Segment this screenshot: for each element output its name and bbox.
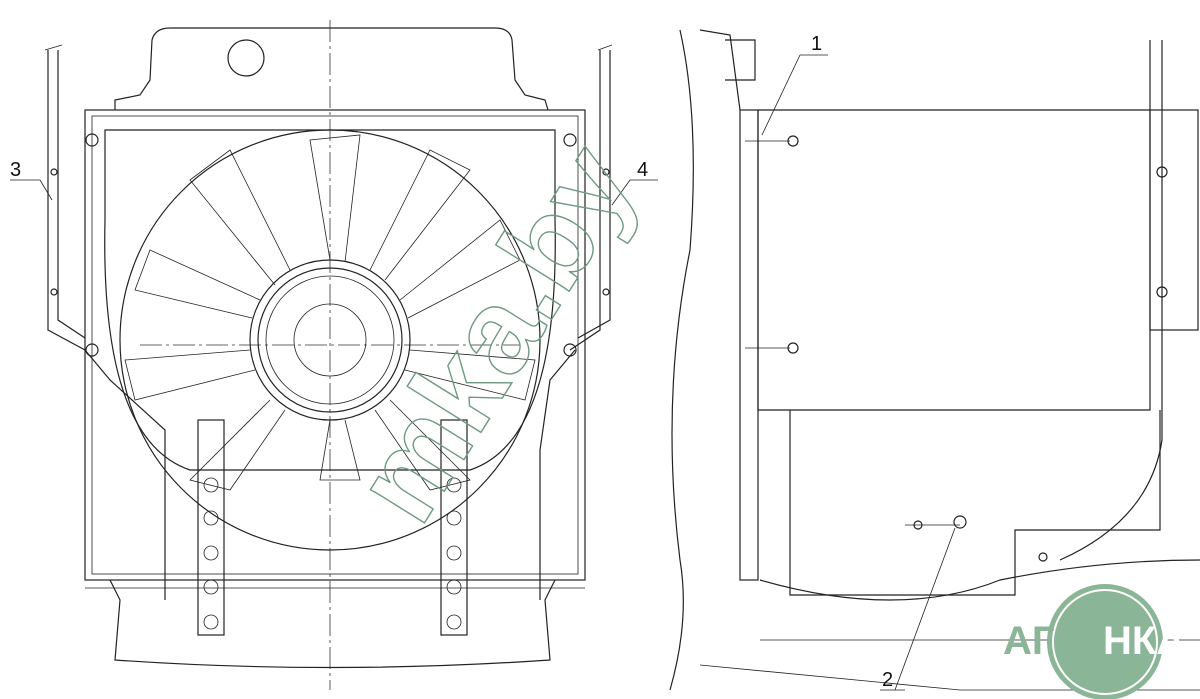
filler-cap (227, 39, 265, 77)
front-view (44, 20, 613, 690)
callout-3: 3 (10, 159, 21, 181)
callout-1: 1 (811, 33, 822, 55)
side-view (669, 29, 1200, 691)
logo-circle-text: НКА (1103, 619, 1185, 663)
logo: АГРО НКА (1003, 584, 1185, 699)
logo-left-text: АГРО (1003, 619, 1112, 663)
callout-4: 4 (637, 159, 648, 181)
callouts: 3 4 1 2 (10, 33, 956, 691)
watermark: mka.by (328, 122, 661, 544)
callout-2: 2 (882, 669, 893, 691)
